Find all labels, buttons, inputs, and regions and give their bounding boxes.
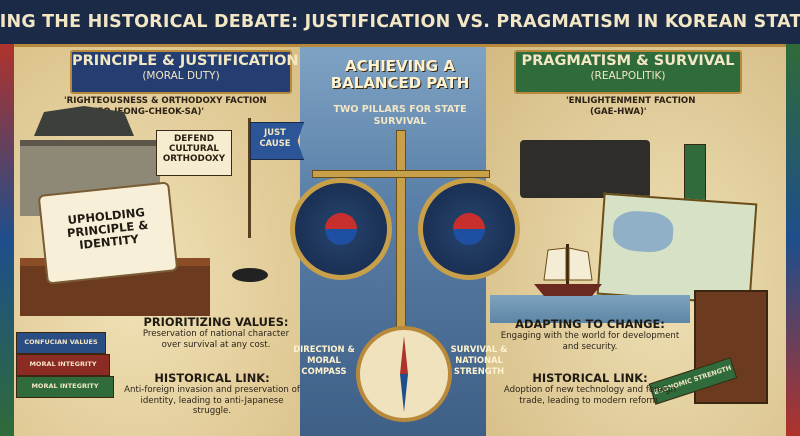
flag-pole	[248, 118, 251, 238]
page-title: EXPLORING THE HISTORICAL DEBATE: JUSTIFI…	[0, 12, 800, 32]
balance-scale-icon	[312, 170, 490, 178]
survival-label: SURVIVAL & NATIONAL STRENGTH	[450, 344, 508, 376]
defend-sign-text: DEFEND CULTURAL ORTHODOXY	[162, 134, 226, 164]
steam-train-icon	[520, 140, 650, 198]
principle-banner-subtitle: (MORAL DUTY)	[142, 70, 220, 82]
left-frame-border	[0, 44, 14, 436]
principle-banner-title: PRINCIPLE & JUSTIFICATION	[72, 53, 299, 69]
right-faction-line2: (GAE-HWA)'	[590, 107, 647, 117]
pragmatism-banner-title: PRAGMATISM & SURVIVAL	[521, 53, 735, 69]
values-block: PRIORITIZING VALUES: Preservation of nat…	[132, 316, 300, 350]
values-body: Preservation of national character over …	[142, 329, 290, 350]
sea-icon	[490, 295, 690, 323]
map-sea	[611, 209, 675, 254]
adapt-heading: ADAPTING TO CHANGE:	[515, 317, 665, 331]
adapt-block: ADAPTING TO CHANGE: Engaging with the wo…	[500, 318, 680, 352]
compass-needle	[400, 336, 408, 412]
inkwell-icon	[232, 268, 268, 282]
center-title: ACHIEVING A BALANCED PATH	[330, 57, 470, 92]
right-scale-pan	[418, 178, 520, 280]
left-faction-line1: 'RIGHTEOUSNESS & ORTHODOXY FACTION	[64, 96, 267, 106]
flag-text: JUST CAUSE	[259, 127, 291, 148]
scroll-text: UPHOLDING PRINCIPLE & IDENTITY	[66, 205, 149, 253]
left-scale-pan	[290, 178, 392, 280]
center-subtitle: TWO PILLARS FOR STATE SURVIVAL	[333, 104, 467, 127]
left-link-block: HISTORICAL LINK: Anti-foreign invasion a…	[122, 372, 302, 417]
right-link-block: HISTORICAL LINK: Adoption of new technol…	[500, 372, 680, 406]
taegeuk-icon	[453, 213, 485, 245]
scale-post	[396, 130, 406, 332]
left-link-body: Anti-foreign invasion and preservation o…	[124, 385, 300, 416]
right-faction-line1: 'ENLIGHTENMENT FACTION	[566, 96, 696, 106]
sailing-ship-icon	[534, 244, 602, 296]
left-faction-line2: (WEO-JEONG-CHEOK-SA)'	[84, 107, 205, 117]
right-frame-border	[786, 44, 800, 436]
title-bar: EXPLORING THE HISTORICAL DEBATE: JUSTIFI…	[0, 0, 800, 47]
compass-rose-icon	[356, 326, 452, 422]
book-icon: MORAL INTEGRITY	[16, 376, 114, 398]
adapt-body: Engaging with the world for development …	[500, 331, 680, 352]
principle-banner: PRINCIPLE & JUSTIFICATION (MORAL DUTY)	[70, 50, 299, 94]
values-heading: PRIORITIZING VALUES:	[143, 315, 289, 329]
left-link-heading: HISTORICAL LINK:	[154, 371, 270, 385]
pragmatism-banner-subtitle: (REALPOLITIK)	[590, 70, 666, 82]
taegeuk-icon	[325, 213, 357, 245]
right-link-heading: HISTORICAL LINK:	[532, 371, 648, 385]
just-cause-flag-icon: JUST CAUSE	[250, 122, 304, 160]
direction-label: DIRECTION & MORAL COMPASS	[293, 344, 355, 376]
defend-sign: DEFEND CULTURAL ORTHODOXY	[156, 130, 232, 176]
book-icon: MORAL INTEGRITY	[16, 354, 110, 376]
right-link-body: Adoption of new technology and foreign t…	[503, 385, 677, 406]
book-icon: CONFUCIAN VALUES	[16, 332, 106, 354]
scroll-icon: UPHOLDING PRINCIPLE & IDENTITY	[37, 181, 179, 285]
pragmatism-banner: PRAGMATISM & SURVIVAL (REALPOLITIK)	[514, 50, 742, 94]
world-map-icon	[596, 192, 758, 306]
